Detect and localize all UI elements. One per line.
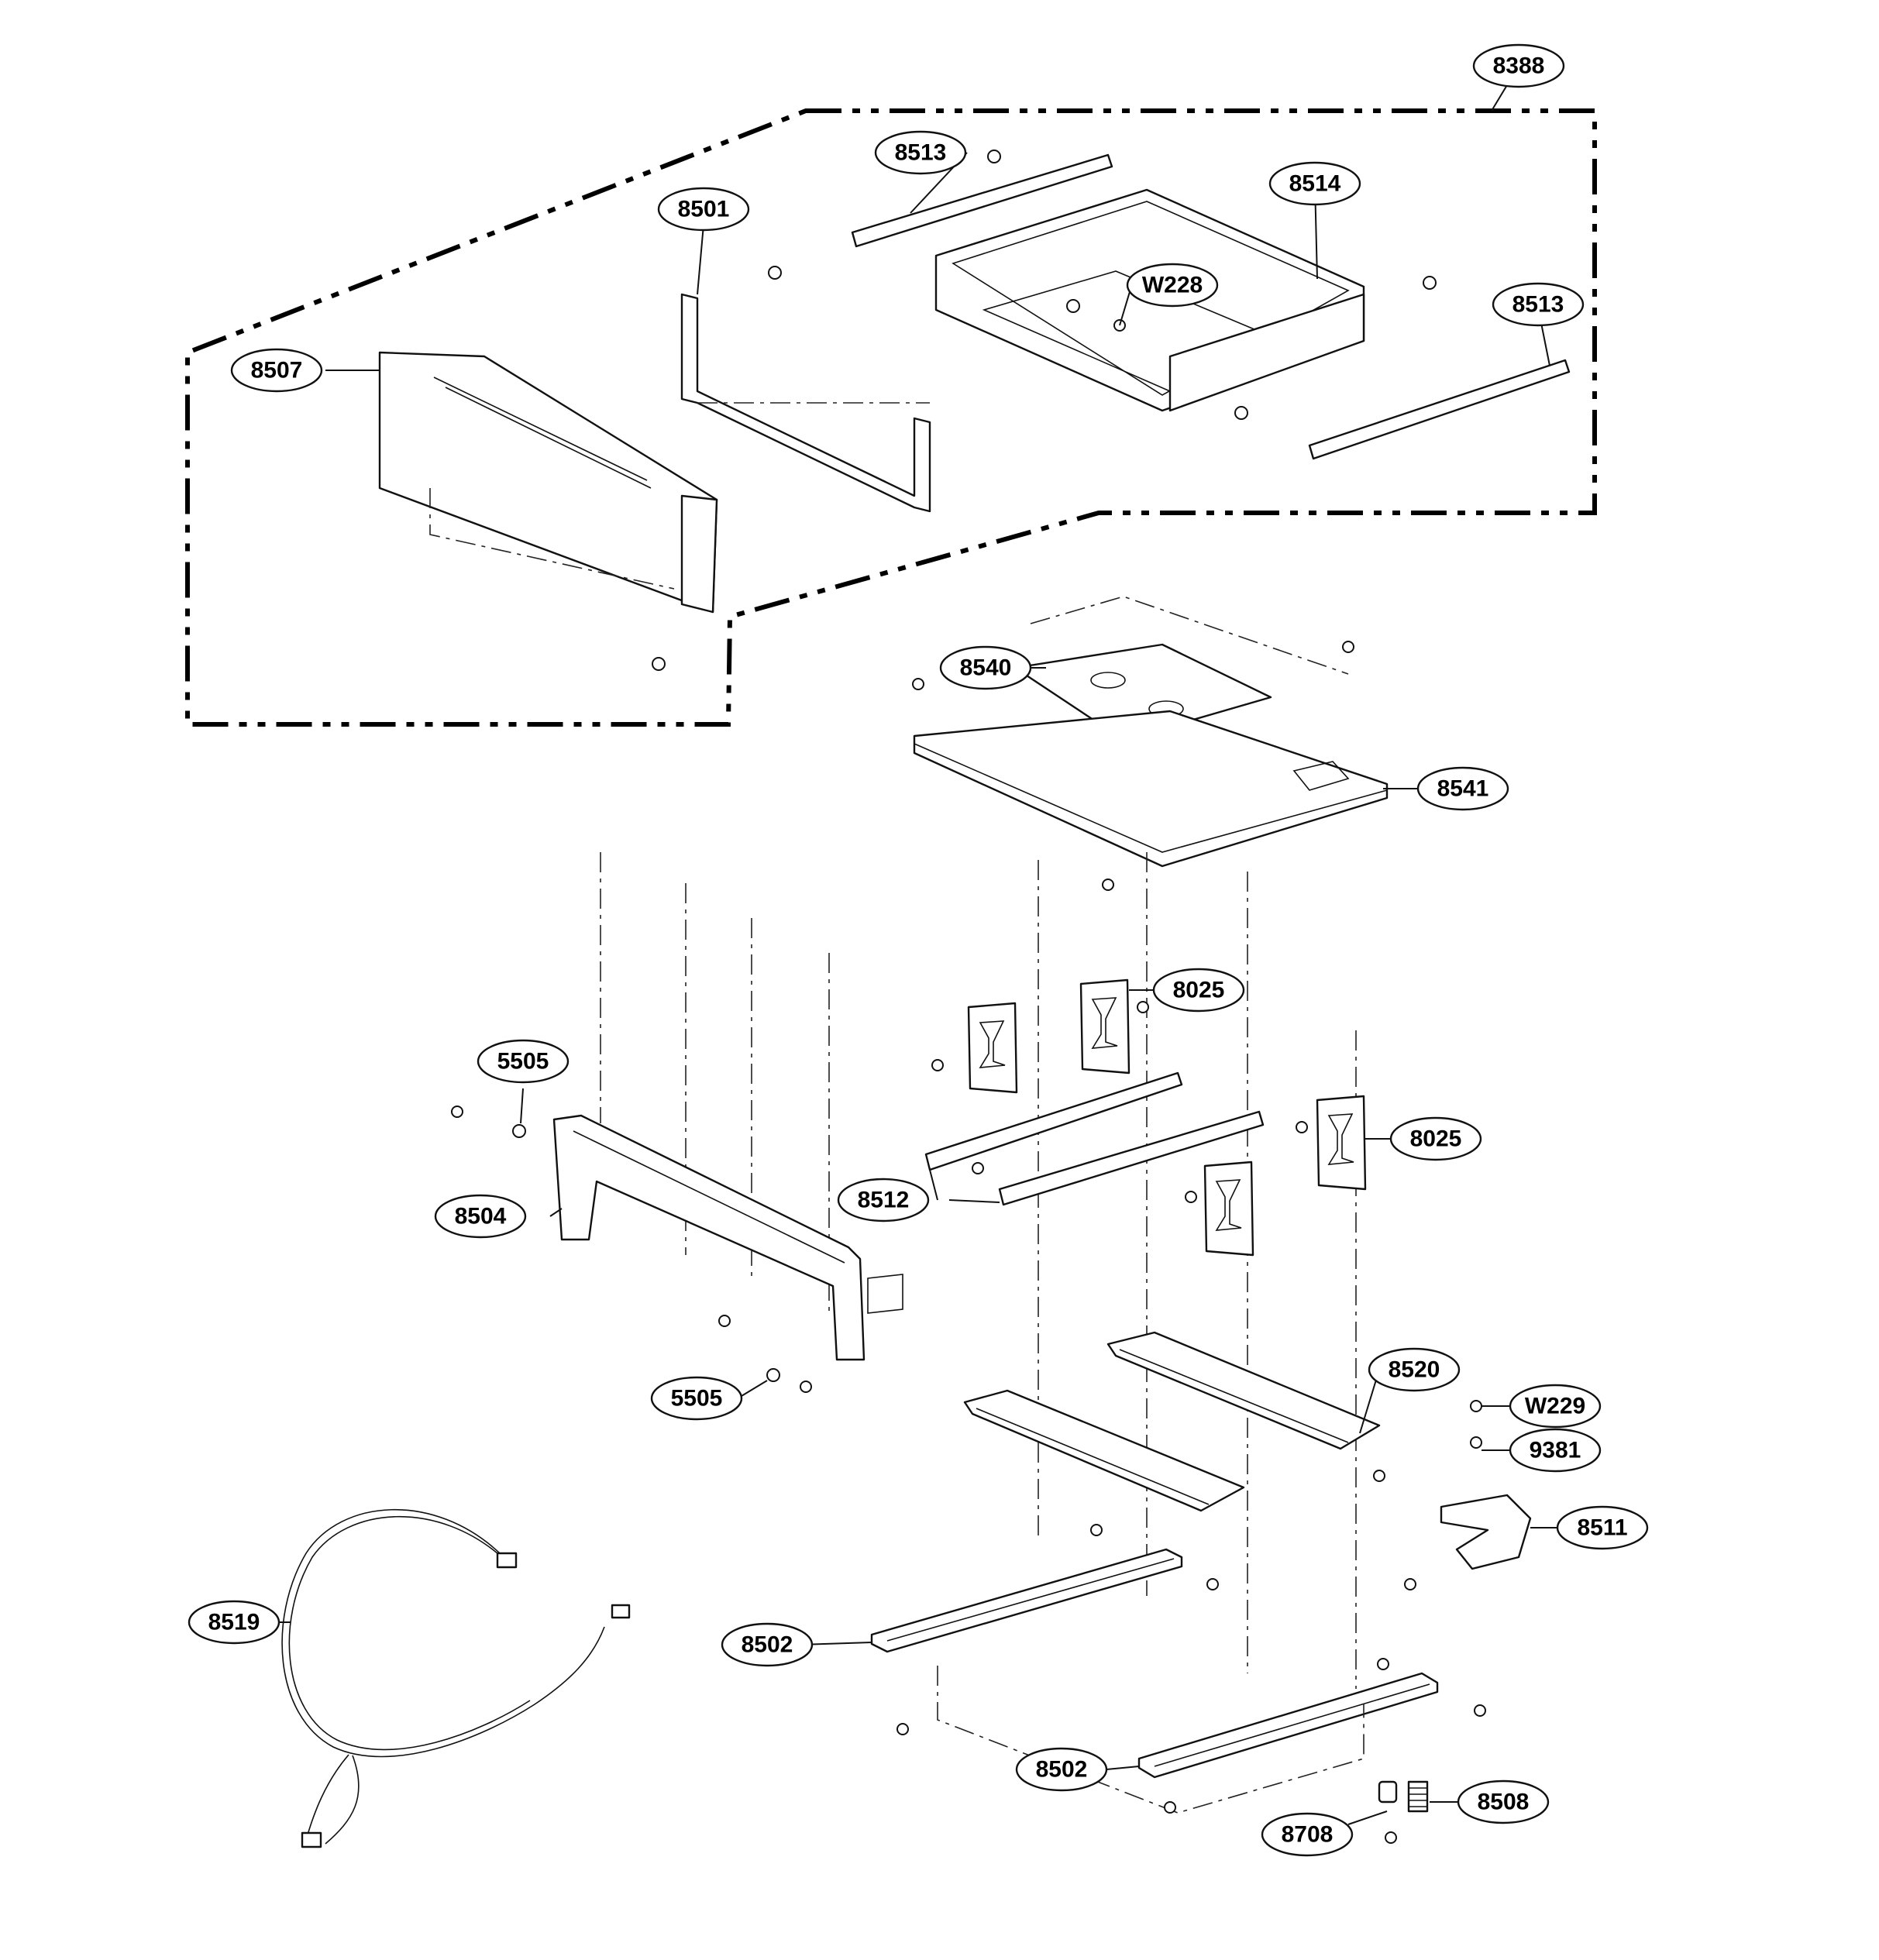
drawer-front-panel-8507 — [378, 351, 718, 614]
callout-8502-left-label: 8502 — [742, 1632, 793, 1658]
callout-8507-label: 8507 — [251, 358, 303, 383]
callout-8504-label: 8504 — [455, 1204, 507, 1229]
top-plate-8541 — [912, 641, 1389, 891]
callout-8541: 8541 — [1416, 766, 1509, 811]
callout-9381-label: 9381 — [1530, 1438, 1581, 1463]
callout-8388-label: 8388 — [1493, 53, 1545, 79]
lower-screws — [451, 1001, 1486, 1844]
callout-5505-lower: 5505 — [650, 1376, 743, 1421]
callout-8541-label: 8541 — [1437, 776, 1489, 802]
callout-8501: 8501 — [657, 187, 750, 232]
callout-8514-label: 8514 — [1289, 171, 1341, 197]
callout-W228: W228 — [1126, 263, 1219, 308]
callout-8520-label: 8520 — [1389, 1357, 1440, 1383]
callout-8513-right: 8513 — [1492, 282, 1585, 327]
callout-8502-right: 8502 — [1015, 1747, 1108, 1792]
callout-8708: 8708 — [1261, 1812, 1354, 1857]
callout-8502-left: 8502 — [721, 1622, 814, 1667]
callout-8511-label: 8511 — [1577, 1515, 1627, 1541]
callout-8540: 8540 — [939, 645, 1032, 690]
front-frame-8504 — [552, 1114, 903, 1361]
callout-8508-label: 8508 — [1478, 1790, 1530, 1815]
leveling-leg-8508 — [1407, 1780, 1429, 1813]
mounting-bracket-8025-2 — [1079, 978, 1130, 1075]
mounting-bracket-8025-3 — [1316, 1095, 1367, 1191]
callout-8513-upper-label: 8513 — [895, 140, 947, 166]
top-cover-8540 — [1013, 596, 1349, 741]
callout-8512-label: 8512 — [858, 1188, 910, 1213]
base-rail-8502-left — [870, 1548, 1183, 1653]
callout-8513-right-label: 8513 — [1512, 292, 1564, 318]
callout-8025-upper: 8025 — [1152, 968, 1245, 1013]
callout-8501-label: 8501 — [678, 197, 730, 222]
callout-8514: 8514 — [1268, 161, 1361, 206]
channel-8520-front — [963, 1389, 1245, 1512]
callout-8519-label: 8519 — [208, 1610, 260, 1635]
slide-rail-8513-right — [1308, 359, 1571, 460]
callout-8513-upper: 8513 — [874, 130, 967, 175]
slide-rail-8513-upper — [851, 153, 1113, 248]
callout-8708-label: 8708 — [1282, 1822, 1334, 1848]
callout-W229-label: W229 — [1525, 1394, 1585, 1419]
group-8388-boundary — [185, 108, 1597, 727]
callout-8512: 8512 — [837, 1178, 930, 1222]
callout-8508: 8508 — [1457, 1779, 1550, 1824]
callout-8502-right-label: 8502 — [1036, 1757, 1088, 1783]
corner-guard-8511 — [1440, 1494, 1532, 1570]
callout-W228-label: W228 — [1142, 273, 1203, 298]
mounting-bracket-8025-1 — [967, 1002, 1018, 1094]
assembly-guides — [600, 852, 1357, 1689]
callout-8025-right-label: 8025 — [1410, 1126, 1462, 1152]
leader-lines — [279, 65, 1557, 1825]
cross-rail-8512-rear — [998, 1110, 1265, 1206]
drawer-screws — [652, 150, 1437, 671]
callout-8519: 8519 — [188, 1600, 280, 1645]
leg-cap-8708 — [1378, 1780, 1398, 1804]
callout-8025-right: 8025 — [1389, 1116, 1482, 1161]
channel-8520-rear — [1106, 1331, 1381, 1450]
drawer-bracket-8501 — [680, 293, 931, 513]
fastener-5505 — [512, 1124, 780, 1382]
mounting-bracket-8025-4 — [1203, 1161, 1254, 1257]
callout-5505-upper: 5505 — [477, 1039, 570, 1084]
callout-5505-lower-label: 5505 — [671, 1386, 723, 1412]
callout-W229: W229 — [1509, 1384, 1602, 1429]
callout-9381: 9381 — [1509, 1428, 1602, 1473]
callout-8520: 8520 — [1368, 1347, 1461, 1392]
callout-8025-upper-label: 8025 — [1173, 978, 1225, 1003]
wire-harness-8519 — [281, 1508, 631, 1848]
callout-8511: 8511 — [1556, 1505, 1649, 1550]
callout-8504: 8504 — [434, 1194, 527, 1239]
callout-8540-label: 8540 — [960, 655, 1012, 681]
callout-8507: 8507 — [230, 348, 323, 393]
cross-rail-8512-front — [924, 1071, 1183, 1171]
base-rail-8502-right — [937, 1666, 1439, 1814]
callout-5505-upper-label: 5505 — [497, 1049, 549, 1075]
callout-8388: 8388 — [1472, 43, 1565, 88]
